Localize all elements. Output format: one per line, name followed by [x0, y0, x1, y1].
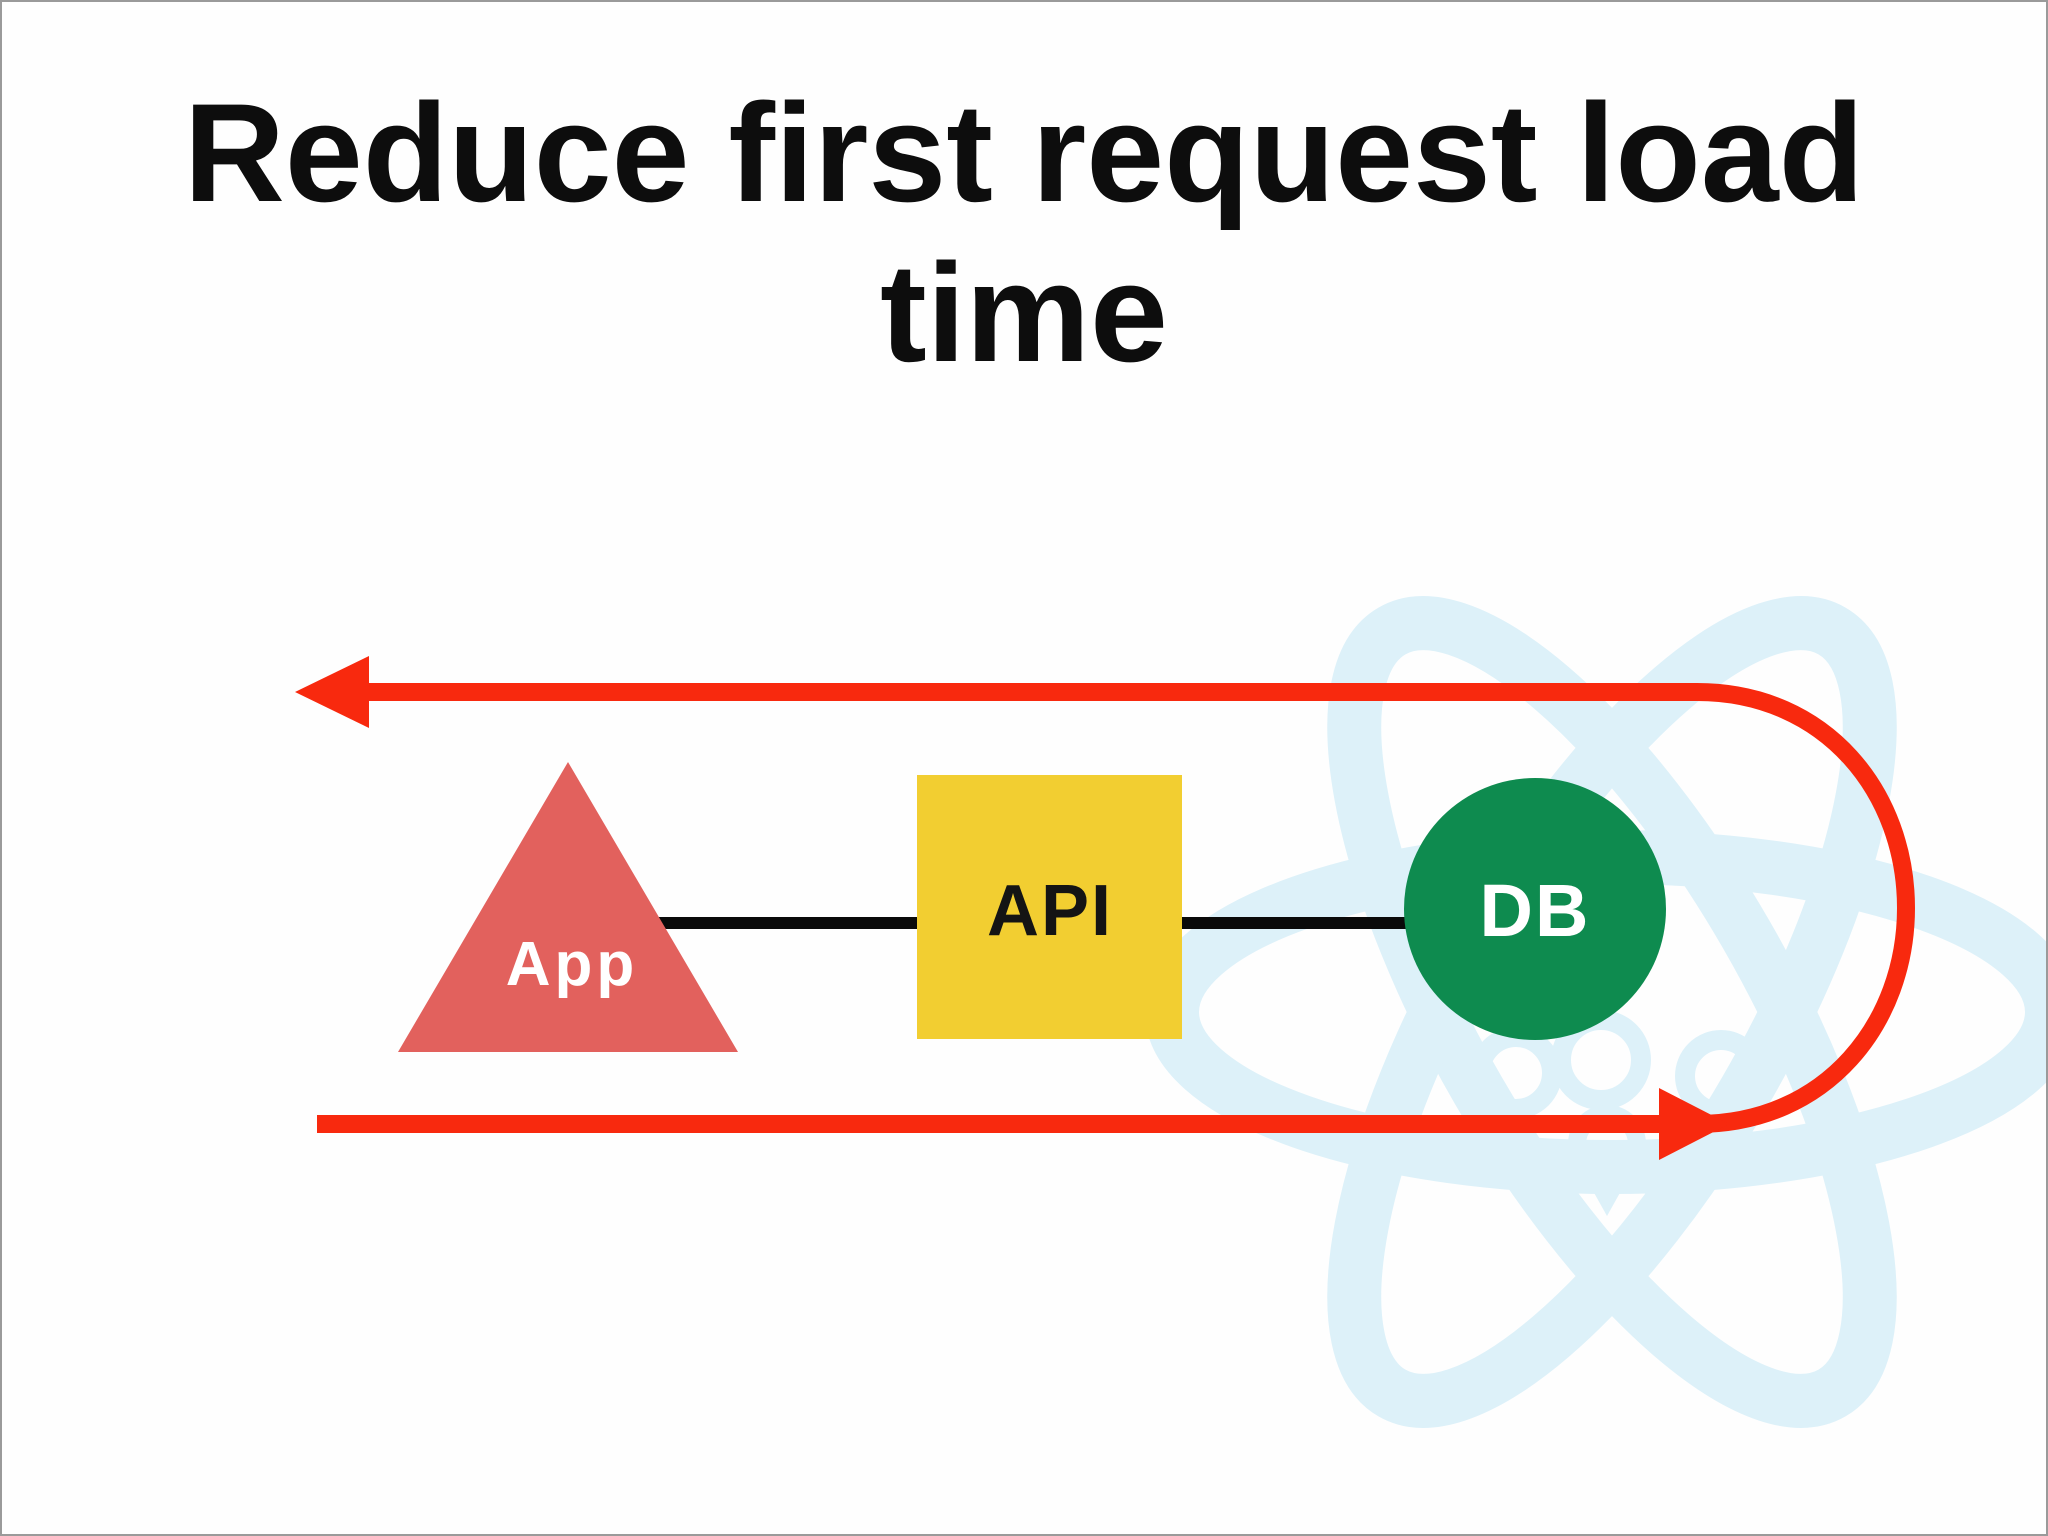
arrowhead-left-icon [295, 656, 369, 728]
db-node-label: DB [1480, 869, 1591, 952]
watermark-pin-tip-icon [1578, 1164, 1636, 1216]
api-node-label: API [987, 871, 1113, 951]
page-title: Reduce first request load time [2, 73, 2046, 393]
page-title-line-1: Reduce first request load [183, 74, 1865, 231]
app-node-triangle [398, 762, 738, 1052]
request-loop-arrow [317, 683, 1915, 1133]
db-node-circle [1404, 778, 1666, 1040]
app-node-label: App [506, 930, 639, 999]
api-node-square [917, 775, 1182, 1039]
watermark-ring-icon [1675, 1030, 1767, 1122]
page-title-line-2: time [880, 234, 1168, 391]
arrowhead-right-icon [1659, 1088, 1729, 1160]
